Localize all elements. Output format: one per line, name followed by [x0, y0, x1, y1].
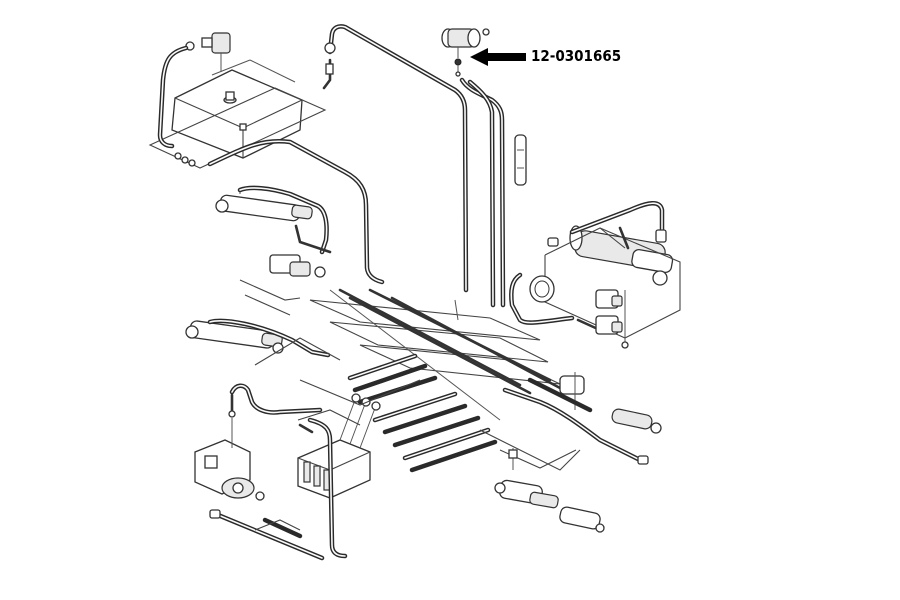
part-number-callout: 12-0301665	[531, 47, 622, 65]
filter-icon	[185, 32, 231, 72]
junction-block-icon	[269, 254, 326, 278]
callout-arrow	[470, 48, 526, 66]
hydraulic-cylinder-icon	[559, 372, 662, 434]
hydraulic-pump-icon	[194, 439, 265, 501]
hose-bundle-icon	[309, 288, 562, 421]
solenoid-valve-icon	[595, 289, 629, 349]
hydraulic-cylinder-icon	[215, 188, 313, 222]
hydraulic-cylinder-icon	[185, 320, 284, 354]
solenoid-valve-icon	[441, 28, 490, 77]
hydraulic-cylinder-icon	[494, 479, 605, 533]
fitting-icon	[514, 134, 527, 186]
hose-clamp-icon	[529, 275, 555, 303]
hydraulic-tank-icon	[148, 59, 327, 169]
valve-outlet-hoses	[347, 353, 498, 473]
